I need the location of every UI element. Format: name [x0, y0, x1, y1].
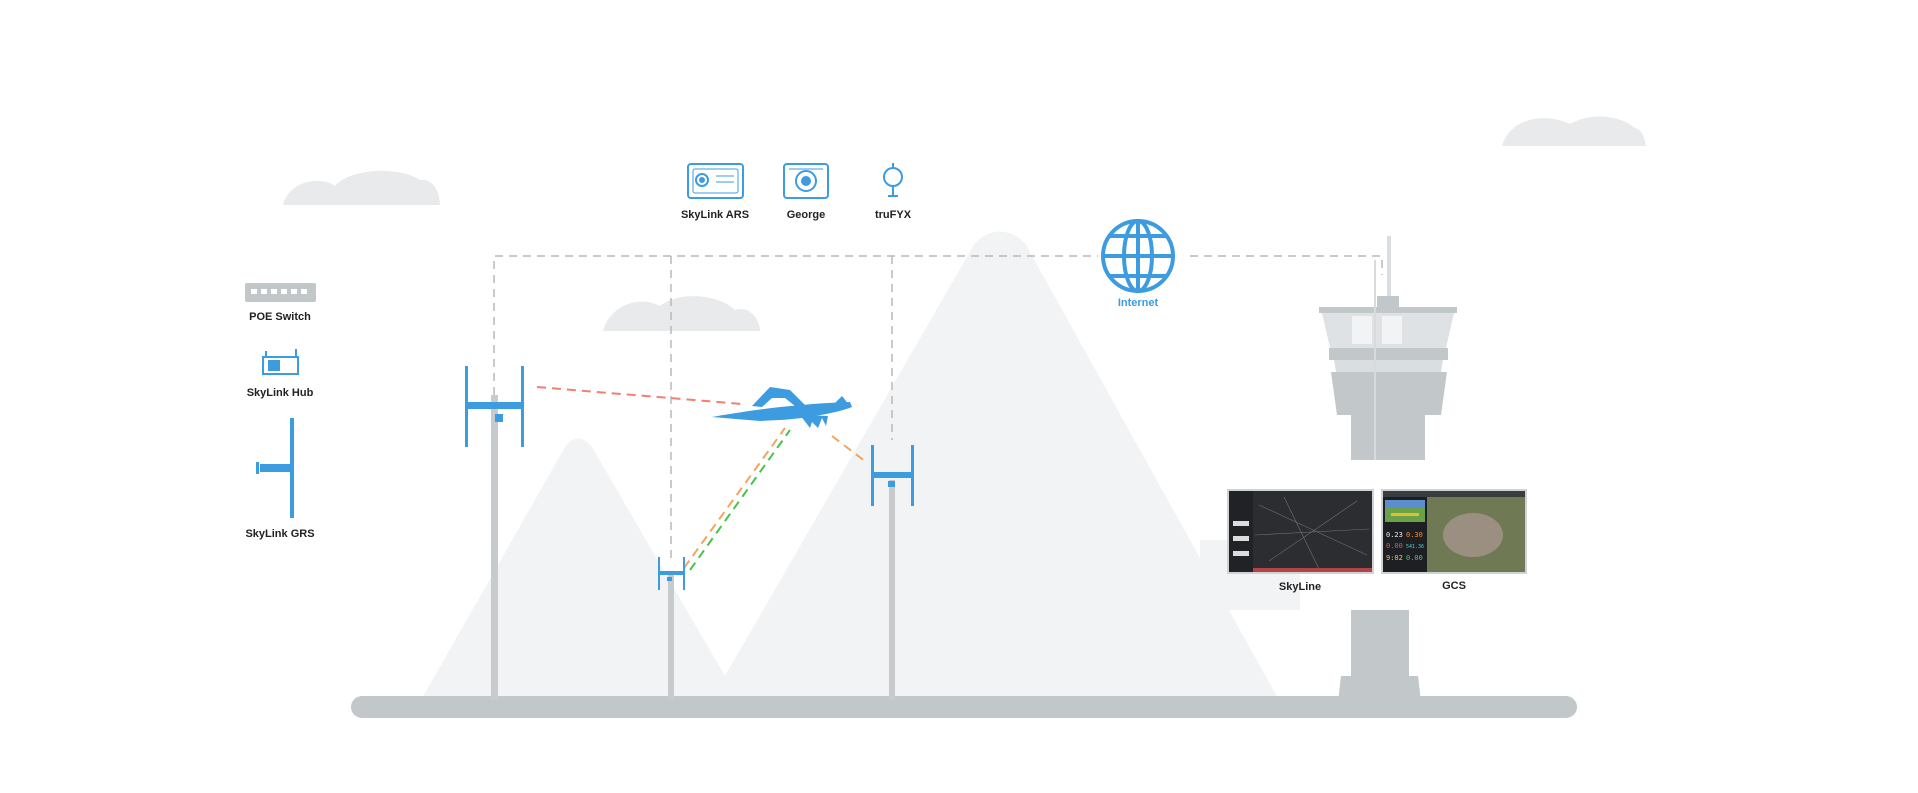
- skylink-grs-icon: [256, 418, 294, 518]
- gcs-map-graphic: [1383, 491, 1525, 572]
- gcs-readout-4: 541.36: [1406, 544, 1425, 550]
- drone-icon: [712, 387, 852, 428]
- george-icon: [783, 163, 829, 199]
- skylink-ars-icon: [687, 163, 744, 199]
- cloud-right: [1502, 116, 1646, 146]
- ground-station-tower-right: [871, 445, 914, 700]
- poe-switch-icon: [245, 283, 316, 302]
- trufyx-label: truFYX: [874, 209, 912, 221]
- skyline-label: SkyLine: [1278, 581, 1322, 593]
- gcs-readout-6: 0.00: [1406, 554, 1423, 562]
- gcs-readout-3: 0.00: [1386, 542, 1403, 550]
- skyline-map-graphic: [1229, 491, 1372, 572]
- skylink-grs-label: SkyLink GRS: [245, 528, 315, 540]
- gcs-readout-2: 0.30: [1406, 531, 1423, 539]
- internet-label: Internet: [1117, 297, 1159, 309]
- gcs-readout-5: 9:02: [1386, 554, 1403, 562]
- gcs-readout-1: 0.23: [1386, 531, 1403, 539]
- skyline-screen: [1227, 489, 1374, 574]
- link-green: [689, 429, 791, 571]
- cloud-left: [283, 170, 440, 205]
- link-orange-left: [683, 427, 786, 569]
- ground-bar: [351, 696, 1577, 718]
- control-tower: [1319, 236, 1457, 711]
- link-red: [536, 386, 743, 405]
- trufyx-icon: [883, 163, 903, 197]
- globe-icon: [1101, 219, 1175, 293]
- link-orange-right: [831, 435, 867, 463]
- skylink-hub-label: SkyLink Hub: [246, 387, 314, 399]
- skylink-hub-icon: [262, 349, 299, 375]
- mountain-large: [710, 231, 1280, 702]
- gcs-label: GCS: [1442, 580, 1466, 592]
- ground-station-tower-left: [465, 366, 524, 700]
- george-label: George: [786, 209, 826, 221]
- wired-connections: [493, 255, 1383, 562]
- mountain-small: [420, 438, 740, 702]
- poe-switch-label: POE Switch: [249, 311, 311, 323]
- cloud-middle: [603, 296, 760, 331]
- ground-station-tower-middle: [658, 557, 685, 700]
- skylink-ars-label: SkyLink ARS: [680, 209, 750, 221]
